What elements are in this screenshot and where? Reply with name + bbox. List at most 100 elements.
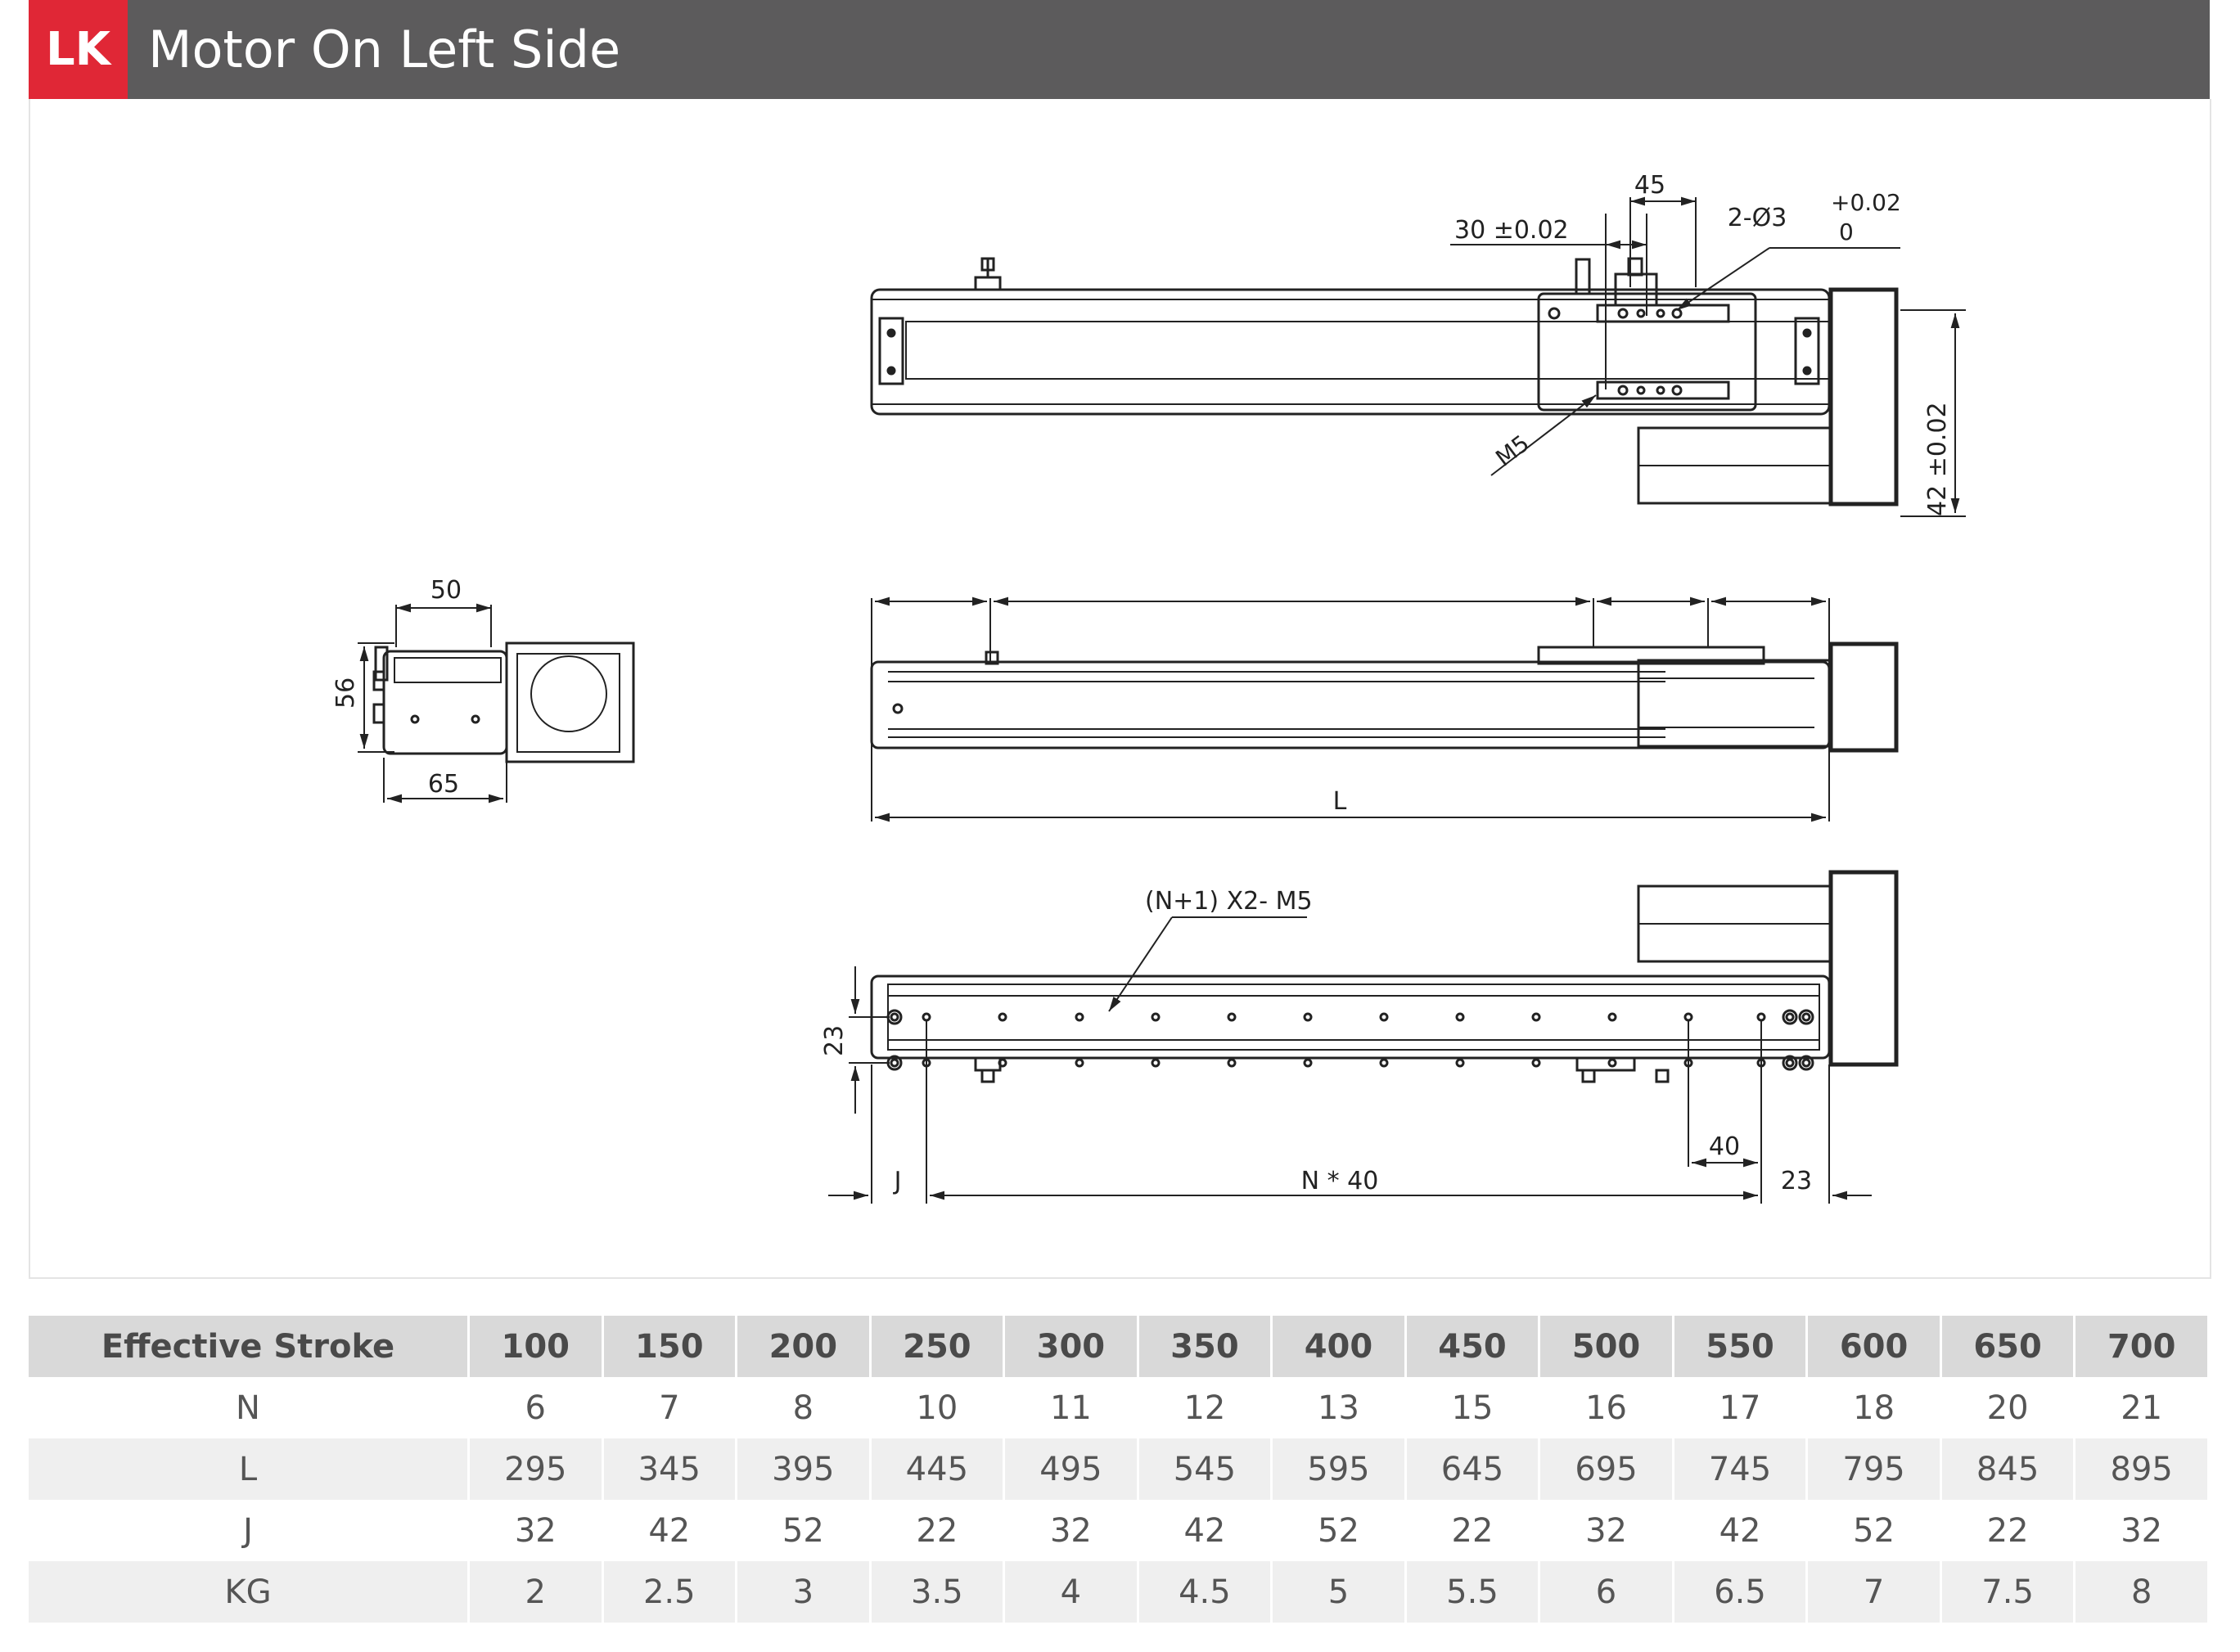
header-cell: 550 (1673, 1316, 1809, 1377)
table-cell: 5 (1271, 1561, 1407, 1623)
table-cell: 15 (1405, 1377, 1541, 1438)
table-cell: 3 (736, 1561, 872, 1623)
table-cell: 7.5 (1940, 1561, 2076, 1623)
dim-23-label: 23 (1781, 1167, 1812, 1195)
table-cell: 2.5 (602, 1561, 738, 1623)
end-view (358, 603, 635, 803)
technical-drawing-panel: 45 30 ±0.02 2-Ø3 +0.02 0 M5 42 ±0.02 (29, 99, 2211, 1279)
table-cell: 52 (1806, 1500, 1942, 1561)
table-cell: 7 (1806, 1561, 1942, 1623)
header-cell: Effective Stroke (29, 1316, 470, 1377)
table-cell: 22 (1940, 1500, 2076, 1561)
bottom-view (828, 870, 1899, 1204)
table-cell: 6 (1539, 1561, 1674, 1623)
table-cell: 20 (1940, 1377, 2076, 1438)
table-cell: 4.5 (1138, 1561, 1273, 1623)
table-cell: L (29, 1438, 470, 1500)
table-cell: 32 (1539, 1500, 1674, 1561)
header-cell: 400 (1271, 1316, 1407, 1377)
table-cell: 8 (736, 1377, 872, 1438)
dim-40-label: 40 (1709, 1132, 1740, 1161)
section-title: Motor On Left Side (148, 20, 621, 79)
dim-length-label: L (1333, 787, 1347, 816)
header-cell: 350 (1138, 1316, 1273, 1377)
table-cell: 42 (1673, 1500, 1809, 1561)
table-cell: 13 (1271, 1377, 1407, 1438)
table-cell: 4 (1003, 1561, 1139, 1623)
table-cell: 10 (870, 1377, 1006, 1438)
table-cell: 2 (468, 1561, 604, 1623)
hole-tol-lower-label: 0 (1839, 218, 1854, 245)
table-cell: 745 (1673, 1438, 1809, 1500)
table-cell: 3.5 (870, 1561, 1006, 1623)
section-header: LK Motor On Left Side (29, 0, 2210, 99)
top-view-labels: 45 30 ±0.02 2-Ø3 +0.02 0 M5 42 ±0.02 (1454, 171, 1952, 516)
technical-drawing: 45 30 ±0.02 2-Ø3 +0.02 0 M5 42 ±0.02 (331, 171, 1966, 1204)
dim-23-vertical-label: 23 (820, 1025, 849, 1056)
model-badge: LK (29, 0, 128, 99)
bottom-view-labels: (N+1) X2- M5 23 J N * 40 40 23 (820, 887, 1812, 1195)
table-cell: KG (29, 1561, 470, 1623)
dim-65-label: 65 (428, 770, 459, 799)
table-cell: 42 (1138, 1500, 1273, 1561)
table-cell: 22 (1405, 1500, 1541, 1561)
thread-m5-label: M5 (1490, 430, 1534, 472)
table-cell: 16 (1539, 1377, 1674, 1438)
table-cell: 295 (468, 1438, 604, 1500)
table-cell: 17 (1673, 1377, 1809, 1438)
header-cell: 700 (2074, 1316, 2210, 1377)
table-cell: 495 (1003, 1438, 1139, 1500)
table-cell: 52 (736, 1500, 872, 1561)
table-cell: 845 (1940, 1438, 2076, 1500)
header-cell: 650 (1940, 1316, 2076, 1377)
table-cell: 32 (1003, 1500, 1139, 1561)
table-cell: J (29, 1500, 470, 1561)
dim-j-label: J (893, 1167, 902, 1195)
hole-note-label: (N+1) X2- M5 (1145, 887, 1313, 916)
dim-45-label: 45 (1634, 171, 1665, 200)
end-view-labels: 50 56 65 (331, 576, 462, 799)
header-cell: 300 (1003, 1316, 1139, 1377)
table-row: KG 2 2.5 3 3.5 4 4.5 5 5.5 6 6.5 7 7.5 8 (29, 1561, 2210, 1623)
table-cell: 595 (1271, 1438, 1407, 1500)
table-cell: 52 (1271, 1500, 1407, 1561)
table-cell: 345 (602, 1438, 738, 1500)
table-cell: 695 (1539, 1438, 1674, 1500)
header-cell: 450 (1405, 1316, 1541, 1377)
table-cell: 6.5 (1673, 1561, 1809, 1623)
hole-spec-label: 2-Ø3 (1728, 204, 1787, 232)
dim-pitch-label: N * 40 (1301, 1167, 1379, 1195)
table-cell: 42 (602, 1500, 738, 1561)
table-row: J 32 42 52 22 32 42 52 22 32 42 52 22 32 (29, 1500, 2210, 1561)
table-cell: 21 (2074, 1377, 2210, 1438)
table-cell: N (29, 1377, 470, 1438)
side-view-labels: L (1333, 787, 1347, 816)
header-cell: 600 (1806, 1316, 1942, 1377)
table-cell: 8 (2074, 1561, 2210, 1623)
table-cell: 32 (468, 1500, 604, 1561)
table-cell: 7 (602, 1377, 738, 1438)
table-cell: 395 (736, 1438, 872, 1500)
header-cell: 100 (468, 1316, 604, 1377)
header-cell: 250 (870, 1316, 1006, 1377)
table-cell: 445 (870, 1438, 1006, 1500)
header-cell: 500 (1539, 1316, 1674, 1377)
table-header-row: Effective Stroke 100 150 200 250 300 350… (29, 1316, 2210, 1377)
hole-tol-upper-label: +0.02 (1831, 189, 1901, 216)
table-cell: 6 (468, 1377, 604, 1438)
table-cell: 18 (1806, 1377, 1942, 1438)
dim-30-label: 30 ±0.02 (1454, 216, 1569, 245)
table-cell: 5.5 (1405, 1561, 1541, 1623)
table-cell: 12 (1138, 1377, 1273, 1438)
table-cell: 795 (1806, 1438, 1942, 1500)
top-view (870, 196, 1966, 517)
table-cell: 545 (1138, 1438, 1273, 1500)
dim-42-label: 42 ±0.02 (1923, 402, 1952, 516)
table-cell: 32 (2074, 1500, 2210, 1561)
header-cell: 150 (602, 1316, 738, 1377)
side-view (870, 596, 1899, 822)
dim-56-label: 56 (331, 677, 360, 709)
table-cell: 645 (1405, 1438, 1541, 1500)
table-cell: 22 (870, 1500, 1006, 1561)
spec-table: Effective Stroke 100 150 200 250 300 350… (29, 1316, 2210, 1623)
